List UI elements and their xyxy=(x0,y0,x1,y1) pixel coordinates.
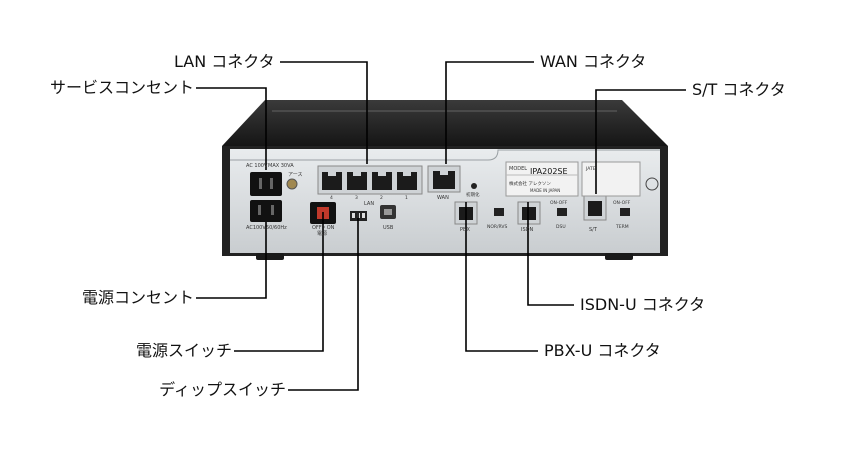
ac-in-label: AC 100V xyxy=(246,163,268,169)
lan-ports xyxy=(317,165,423,195)
service-outlet xyxy=(250,172,282,196)
power-mark-label: 電源 xyxy=(317,230,327,237)
label-st-connector: S/T コネクタ xyxy=(692,80,786,99)
leader-wan xyxy=(445,61,534,164)
term-caption: TERM xyxy=(615,224,629,230)
nor-rvs-switch xyxy=(494,208,504,216)
label-power-switch: 電源スイッチ xyxy=(135,341,232,360)
lan-port-2-label: 2 xyxy=(380,195,383,201)
label-power-outlet: 電源コンセント xyxy=(81,288,194,307)
panel-text: AC 100V MAX 30VA AC100V 50/60Hz アース OFF・… xyxy=(246,163,631,237)
top-lid xyxy=(222,100,668,146)
hz-label: 50/60Hz xyxy=(266,225,287,231)
certification-mark xyxy=(645,177,659,191)
isdn-caption: ISDN xyxy=(521,227,533,233)
label-service-outlet: サービスコンセント xyxy=(49,78,194,97)
maker-label: 株式会社 アレクソン xyxy=(509,180,551,187)
init-caption: 初期化 xyxy=(466,191,480,198)
made-in-label: MADE IN JAPAN xyxy=(530,188,560,193)
lan-port-1-label: 1 xyxy=(405,195,408,201)
foot-left xyxy=(256,253,284,260)
wan-port xyxy=(427,165,461,193)
init-button xyxy=(471,183,477,189)
ground-screw xyxy=(286,178,298,190)
term-switch xyxy=(620,208,630,216)
nor-rvs-caption: NOR/RVS xyxy=(487,224,508,230)
label-wan-connector: WAN コネクタ xyxy=(540,52,647,71)
ac-max-label: MAX 30VA xyxy=(268,163,294,169)
leader-isdn-u xyxy=(527,202,574,306)
leader-lines xyxy=(196,61,686,391)
leader-pbx-u xyxy=(465,202,538,352)
dsu-caption: DSU xyxy=(556,224,566,230)
ac-out-label: AC100V xyxy=(246,225,266,231)
foot-right xyxy=(605,253,633,260)
leader-power-switch xyxy=(234,212,324,352)
leader-lan xyxy=(280,61,368,164)
leader-power-outlet xyxy=(196,222,267,299)
jate-label: JATE xyxy=(585,166,596,172)
pbx-caption: PBX xyxy=(460,227,470,233)
dsu-switch xyxy=(557,208,567,216)
label-pbx-u-connector: PBX-U コネクタ xyxy=(544,341,661,360)
usb-caption: USB xyxy=(383,225,394,231)
st-caption: S/T xyxy=(589,227,598,233)
wan-caption: WAN xyxy=(437,195,449,201)
usb-port xyxy=(380,205,396,219)
label-lan-connector: LAN コネクタ xyxy=(174,52,275,71)
lan-port-3-label: 3 xyxy=(355,195,358,201)
label-isdn-u-connector: ISDN-U コネクタ xyxy=(580,295,706,314)
leader-dip-switch xyxy=(288,213,359,391)
on-off-2-caption: ON-OFF xyxy=(613,200,631,206)
leader-service-outlet xyxy=(196,87,267,170)
label-dip-switch: ディップスイッチ xyxy=(159,380,286,399)
st-port xyxy=(583,195,607,221)
ground-label: アース xyxy=(288,172,302,178)
lan-port-4-label: 4 xyxy=(330,195,333,201)
off-on-label: OFF・ON xyxy=(312,225,335,231)
power-inlet xyxy=(250,200,282,222)
isdn-port xyxy=(517,201,541,225)
model-name: IPA202SE xyxy=(530,167,568,176)
model-caption: MODEL xyxy=(509,166,527,172)
leader-st xyxy=(595,89,686,194)
model-plate xyxy=(505,161,659,197)
on-off-caption: ON-OFF xyxy=(550,200,568,206)
lan-caption: LAN xyxy=(364,201,374,207)
